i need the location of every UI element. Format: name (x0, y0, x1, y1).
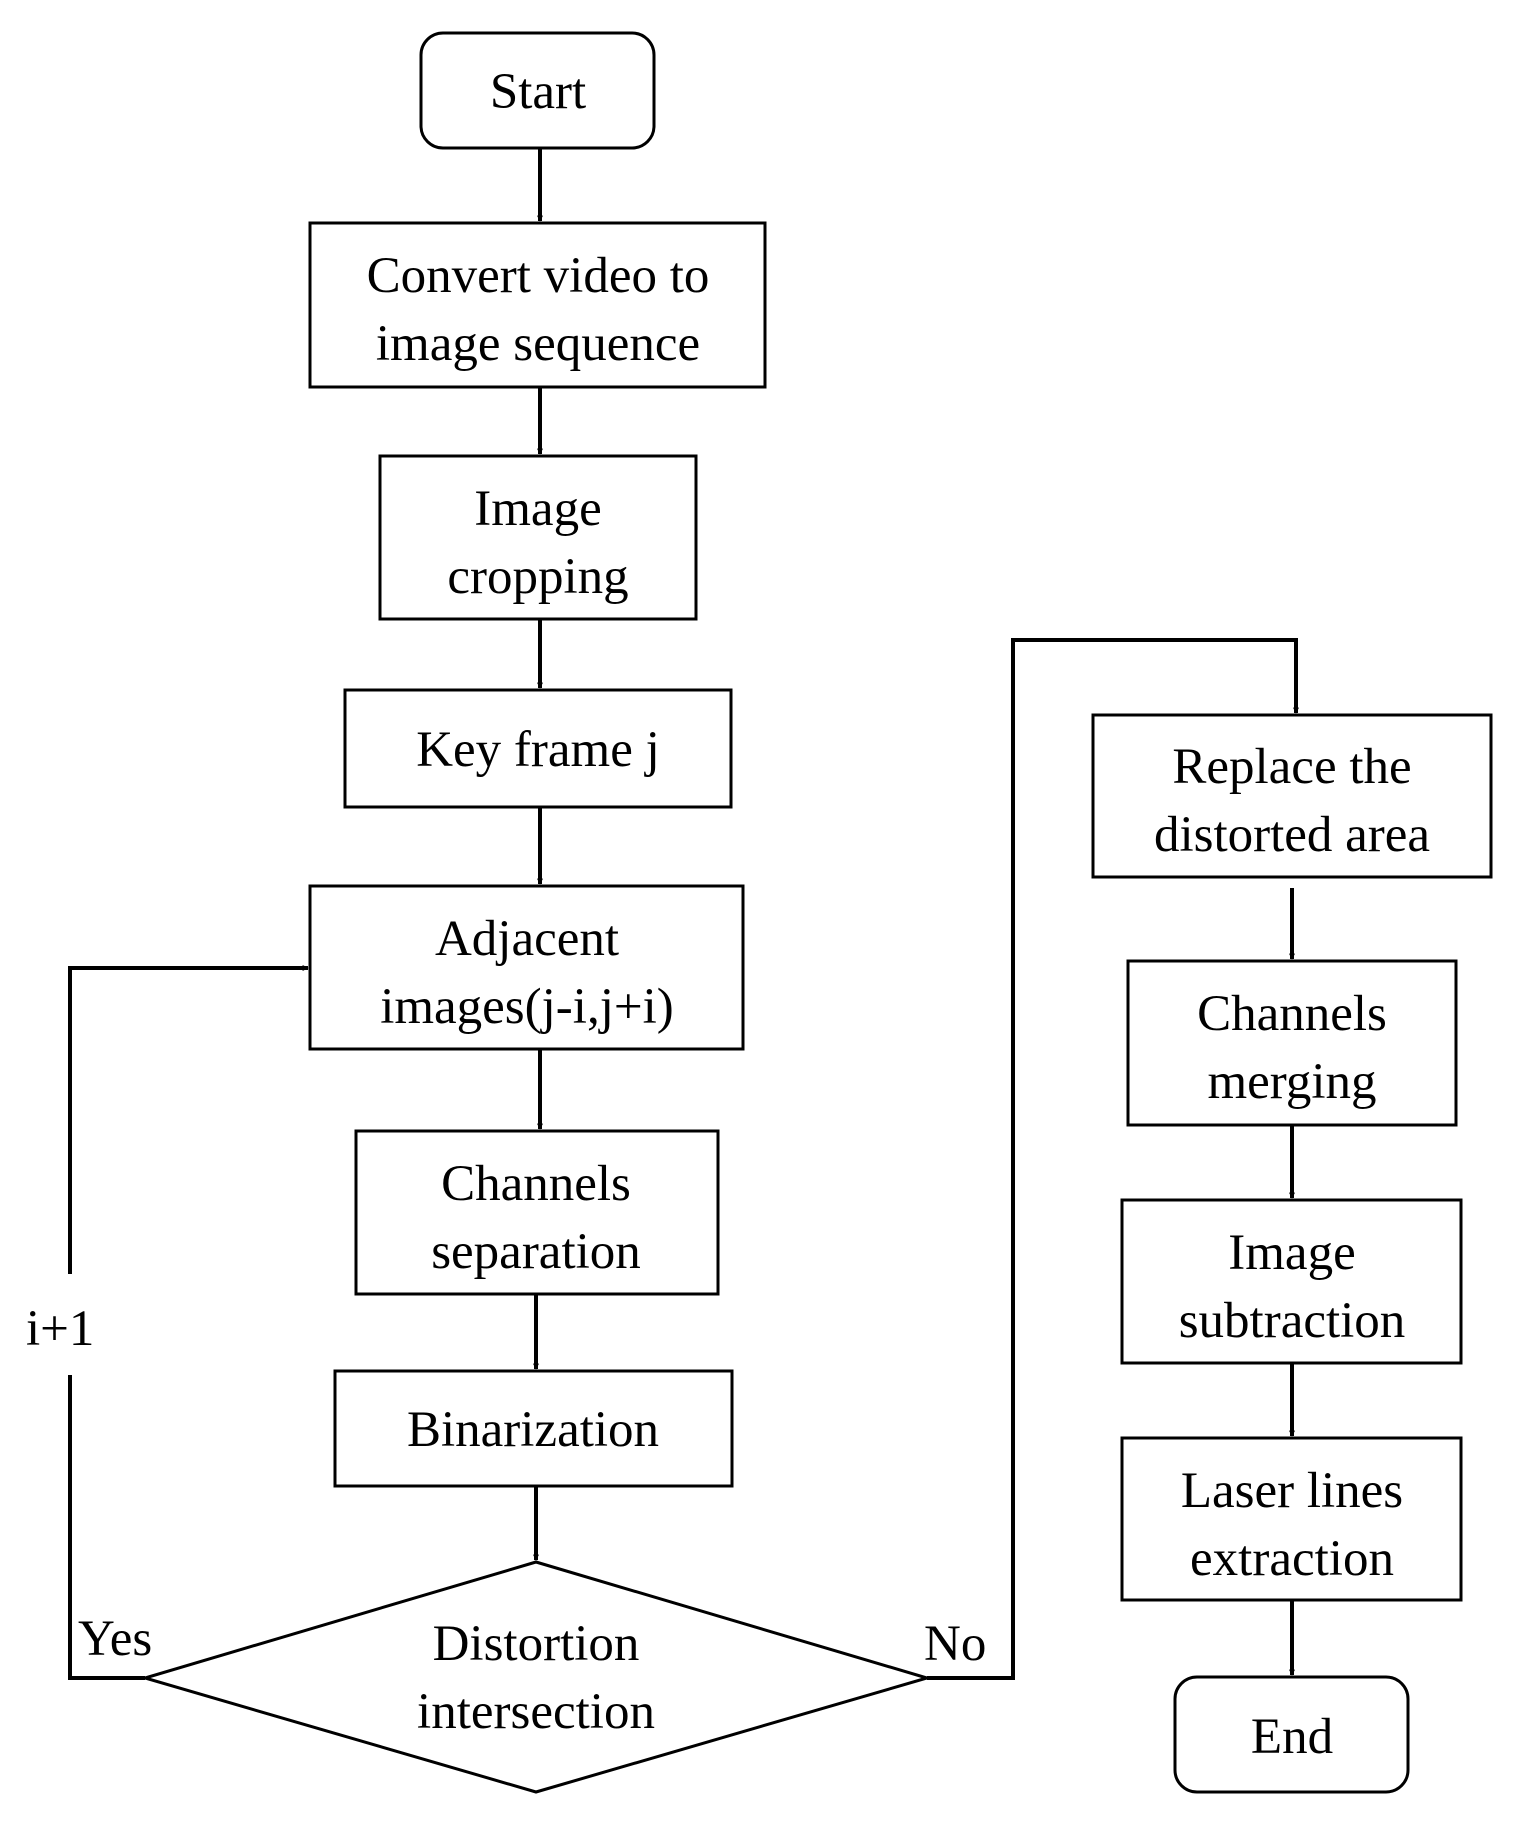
distortion-decision-diamond (139, 1560, 933, 1794)
arrow-no-branch (927, 638, 1299, 1680)
convert-label-line2: image sequence (376, 316, 700, 372)
arrow-yes-loop-upper (68, 965, 309, 1274)
replace-label-line2: distorted area (1154, 807, 1430, 863)
channels-merging-box (1126, 959, 1458, 1127)
merging-label-line2: merging (1207, 1054, 1376, 1110)
crop-label-line2: cropping (447, 549, 628, 605)
crop-label-line1: Image (474, 481, 601, 537)
binarization-box (333, 1369, 734, 1488)
yes-edge-label: Yes (78, 1611, 152, 1667)
arrow-yes-loop-lower (68, 1375, 145, 1680)
keyframe-label: Key frame j (416, 722, 660, 778)
start-terminal (419, 31, 656, 150)
adjacent-label-line1: Adjacent (435, 911, 619, 967)
end-label: End (1251, 1709, 1333, 1765)
separation-label-line1: Channels (441, 1156, 631, 1212)
image-subtraction-box (1120, 1198, 1463, 1365)
subtraction-label-line2: subtraction (1179, 1293, 1406, 1349)
adjacent-images-box (308, 884, 745, 1051)
binarization-label: Binarization (407, 1402, 659, 1458)
replace-label-line1: Replace the (1172, 739, 1411, 795)
laser-lines-extraction-box (1120, 1436, 1463, 1602)
laser-label-line2: extraction (1190, 1531, 1394, 1587)
convert-label-line1: Convert video to (367, 248, 710, 304)
replace-area-box (1091, 713, 1493, 879)
key-frame-box (343, 688, 733, 809)
separation-label-line2: separation (431, 1224, 641, 1280)
convert-video-box (308, 221, 767, 389)
loop-edge-label: i+1 (26, 1301, 94, 1357)
adjacent-label-line2: images(j-i,j+i) (380, 979, 674, 1035)
laser-label-line1: Laser lines (1181, 1463, 1403, 1519)
start-label: Start (490, 64, 586, 120)
end-terminal (1173, 1675, 1410, 1794)
decision-label-line2: intersection (417, 1684, 655, 1740)
subtraction-label-line1: Image (1228, 1225, 1355, 1281)
no-edge-label: No (924, 1616, 986, 1672)
image-cropping-box (378, 454, 698, 621)
decision-label-line1: Distortion (433, 1616, 640, 1672)
merging-label-line1: Channels (1197, 986, 1387, 1042)
